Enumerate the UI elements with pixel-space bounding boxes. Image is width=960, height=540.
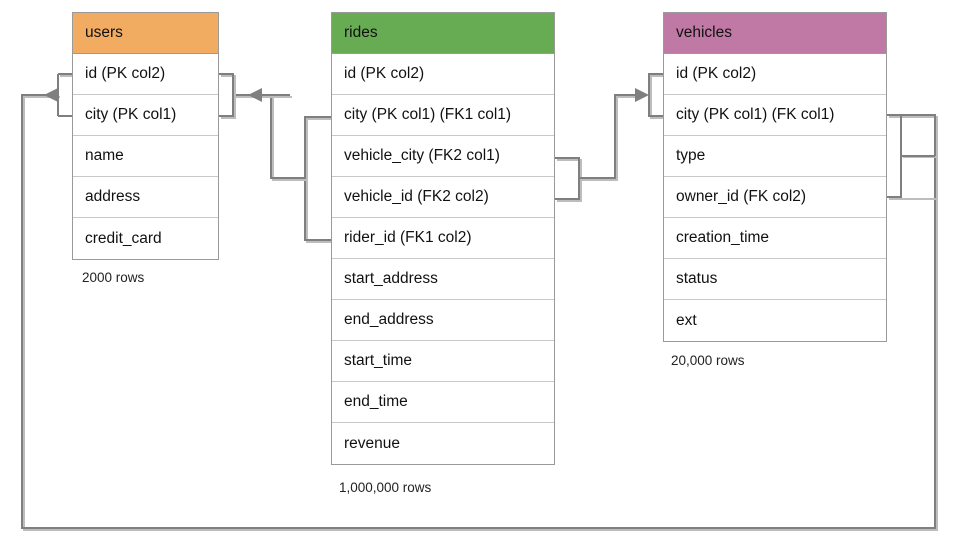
table-rides-column-vehicle-id[interactable]: vehicle_id (FK2 col2) <box>332 177 554 218</box>
arrowhead-users-right <box>248 88 262 102</box>
column-label: address <box>85 188 141 205</box>
table-rides-column-start-address[interactable]: start_address <box>332 259 554 300</box>
table-rides-row-count: 1,000,000 rows <box>339 480 432 495</box>
column-label: type <box>676 147 706 164</box>
table-rides-column-vehicle-city[interactable]: vehicle_city (FK2 col1) <box>332 136 554 177</box>
column-label: credit_card <box>85 229 162 247</box>
table-vehicles-title: vehicles <box>676 24 732 41</box>
table-vehicles-column-status[interactable]: status <box>664 259 886 300</box>
column-label: creation_time <box>676 229 770 246</box>
column-label: city (PK col1) (FK col1) <box>676 106 835 123</box>
column-label: ext <box>676 311 697 329</box>
connector-rides-to-users <box>219 73 333 243</box>
table-users-row-count: 2000 rows <box>82 270 145 285</box>
table-vehicles-row-count: 20,000 rows <box>671 353 745 368</box>
column-label: status <box>676 270 718 287</box>
table-rides-header: rides <box>332 13 554 54</box>
table-rides-column-revenue[interactable]: revenue <box>332 423 554 464</box>
table-vehicles-column-ext[interactable]: ext <box>664 300 886 341</box>
column-label: start_time <box>344 352 413 369</box>
connector-rides-to-vehicles <box>555 73 665 202</box>
table-rides[interactable]: rides id (PK col2) city (PK col1) (FK1 c… <box>331 12 555 465</box>
column-label: start_address <box>344 270 438 287</box>
table-rides-column-id[interactable]: id (PK col2) <box>332 54 554 95</box>
column-label: revenue <box>344 434 401 452</box>
column-label: owner_id (FK col2) <box>676 188 807 205</box>
table-users-column-credit-card[interactable]: credit_card <box>73 218 218 259</box>
table-vehicles-column-creation-time[interactable]: creation_time <box>664 218 886 259</box>
column-label: id (PK col2) <box>344 65 425 82</box>
table-vehicles-column-owner-id[interactable]: owner_id (FK col2) <box>664 177 886 218</box>
column-label: id (PK col2) <box>85 65 166 82</box>
column-label: rider_id (FK1 col2) <box>344 229 472 246</box>
table-users-column-address[interactable]: address <box>73 177 218 218</box>
column-label: city (PK col1) <box>85 106 177 123</box>
connector-vehicles-to-users <box>21 73 938 531</box>
table-vehicles-column-city[interactable]: city (PK col1) (FK col1) <box>664 95 886 136</box>
table-rides-column-end-address[interactable]: end_address <box>332 300 554 341</box>
table-users-column-city[interactable]: city (PK col1) <box>73 95 218 136</box>
table-vehicles-header: vehicles <box>664 13 886 54</box>
table-rides-column-start-time[interactable]: start_time <box>332 341 554 382</box>
column-label: vehicle_id (FK2 col2) <box>344 188 489 205</box>
column-label: city (PK col1) (FK1 col1) <box>344 106 512 123</box>
column-label: name <box>85 147 124 164</box>
table-rides-column-city[interactable]: city (PK col1) (FK1 col1) <box>332 95 554 136</box>
column-label: end_time <box>344 393 408 410</box>
table-rides-title: rides <box>344 24 378 41</box>
table-vehicles-column-id[interactable]: id (PK col2) <box>664 54 886 95</box>
table-users[interactable]: users id (PK col2) city (PK col1) name a… <box>72 12 219 260</box>
table-users-column-name[interactable]: name <box>73 136 218 177</box>
table-vehicles[interactable]: vehicles id (PK col2) city (PK col1) (FK… <box>663 12 887 342</box>
column-label: end_address <box>344 311 434 328</box>
table-users-header: users <box>73 13 218 54</box>
table-vehicles-column-type[interactable]: type <box>664 136 886 177</box>
table-rides-column-end-time[interactable]: end_time <box>332 382 554 423</box>
table-users-title: users <box>85 24 123 41</box>
table-users-column-id[interactable]: id (PK col2) <box>73 54 218 95</box>
table-rides-column-rider-id[interactable]: rider_id (FK1 col2) <box>332 218 554 259</box>
column-label: id (PK col2) <box>676 65 757 82</box>
arrowhead-vehicles-left <box>635 88 649 102</box>
column-label: vehicle_city (FK2 col1) <box>344 147 500 164</box>
arrowhead-users-left <box>44 88 58 102</box>
